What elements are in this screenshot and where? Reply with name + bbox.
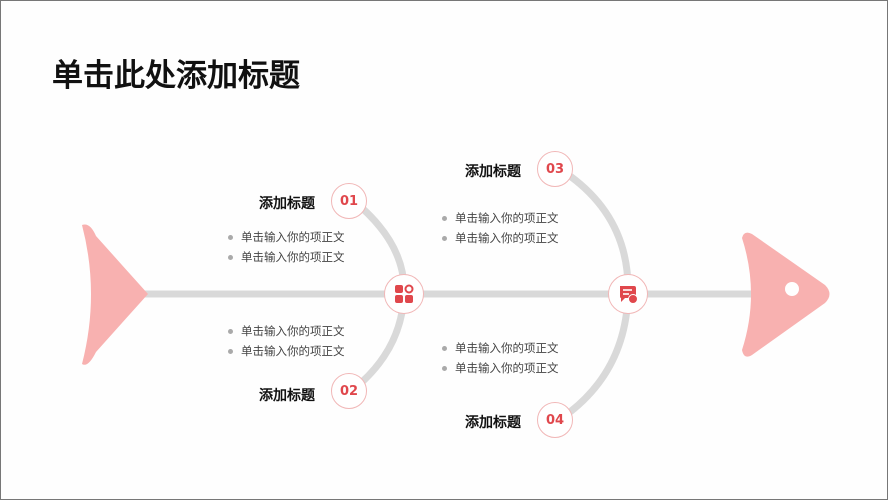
branch-item[interactable]: 单击输入你的项正文 xyxy=(442,340,559,356)
branch-number-02: 02 xyxy=(331,373,367,409)
branch-item[interactable]: 单击输入你的项正文 xyxy=(228,323,345,339)
branch-item[interactable]: 单击输入你的项正文 xyxy=(228,343,345,359)
branch-item[interactable]: 单击输入你的项正文 xyxy=(442,360,559,376)
branch-item[interactable]: 单击输入你的项正文 xyxy=(442,210,559,226)
branch-item[interactable]: 单击输入你的项正文 xyxy=(228,229,345,245)
slide-title[interactable]: 单击此处添加标题 xyxy=(52,58,300,94)
node-2 xyxy=(608,274,648,314)
fish-tail xyxy=(82,224,148,365)
branch-item[interactable]: 单击输入你的项正文 xyxy=(228,249,345,265)
branch-number-03: 03 xyxy=(537,151,573,187)
branch-item[interactable]: 单击输入你的项正文 xyxy=(442,230,559,246)
apps-gear-icon xyxy=(395,284,414,303)
branch-heading-04[interactable]: 添加标题 xyxy=(465,415,521,431)
branch-heading-03[interactable]: 添加标题 xyxy=(465,164,521,180)
chat-clock-icon xyxy=(620,286,638,304)
fish-eye xyxy=(785,282,799,296)
fish-head xyxy=(742,232,830,357)
branch-number-04: 04 xyxy=(537,402,573,438)
branch-heading-02[interactable]: 添加标题 xyxy=(259,388,315,404)
node-1 xyxy=(384,274,424,314)
branch-number-01: 01 xyxy=(331,183,367,219)
branch-heading-01[interactable]: 添加标题 xyxy=(259,196,315,212)
